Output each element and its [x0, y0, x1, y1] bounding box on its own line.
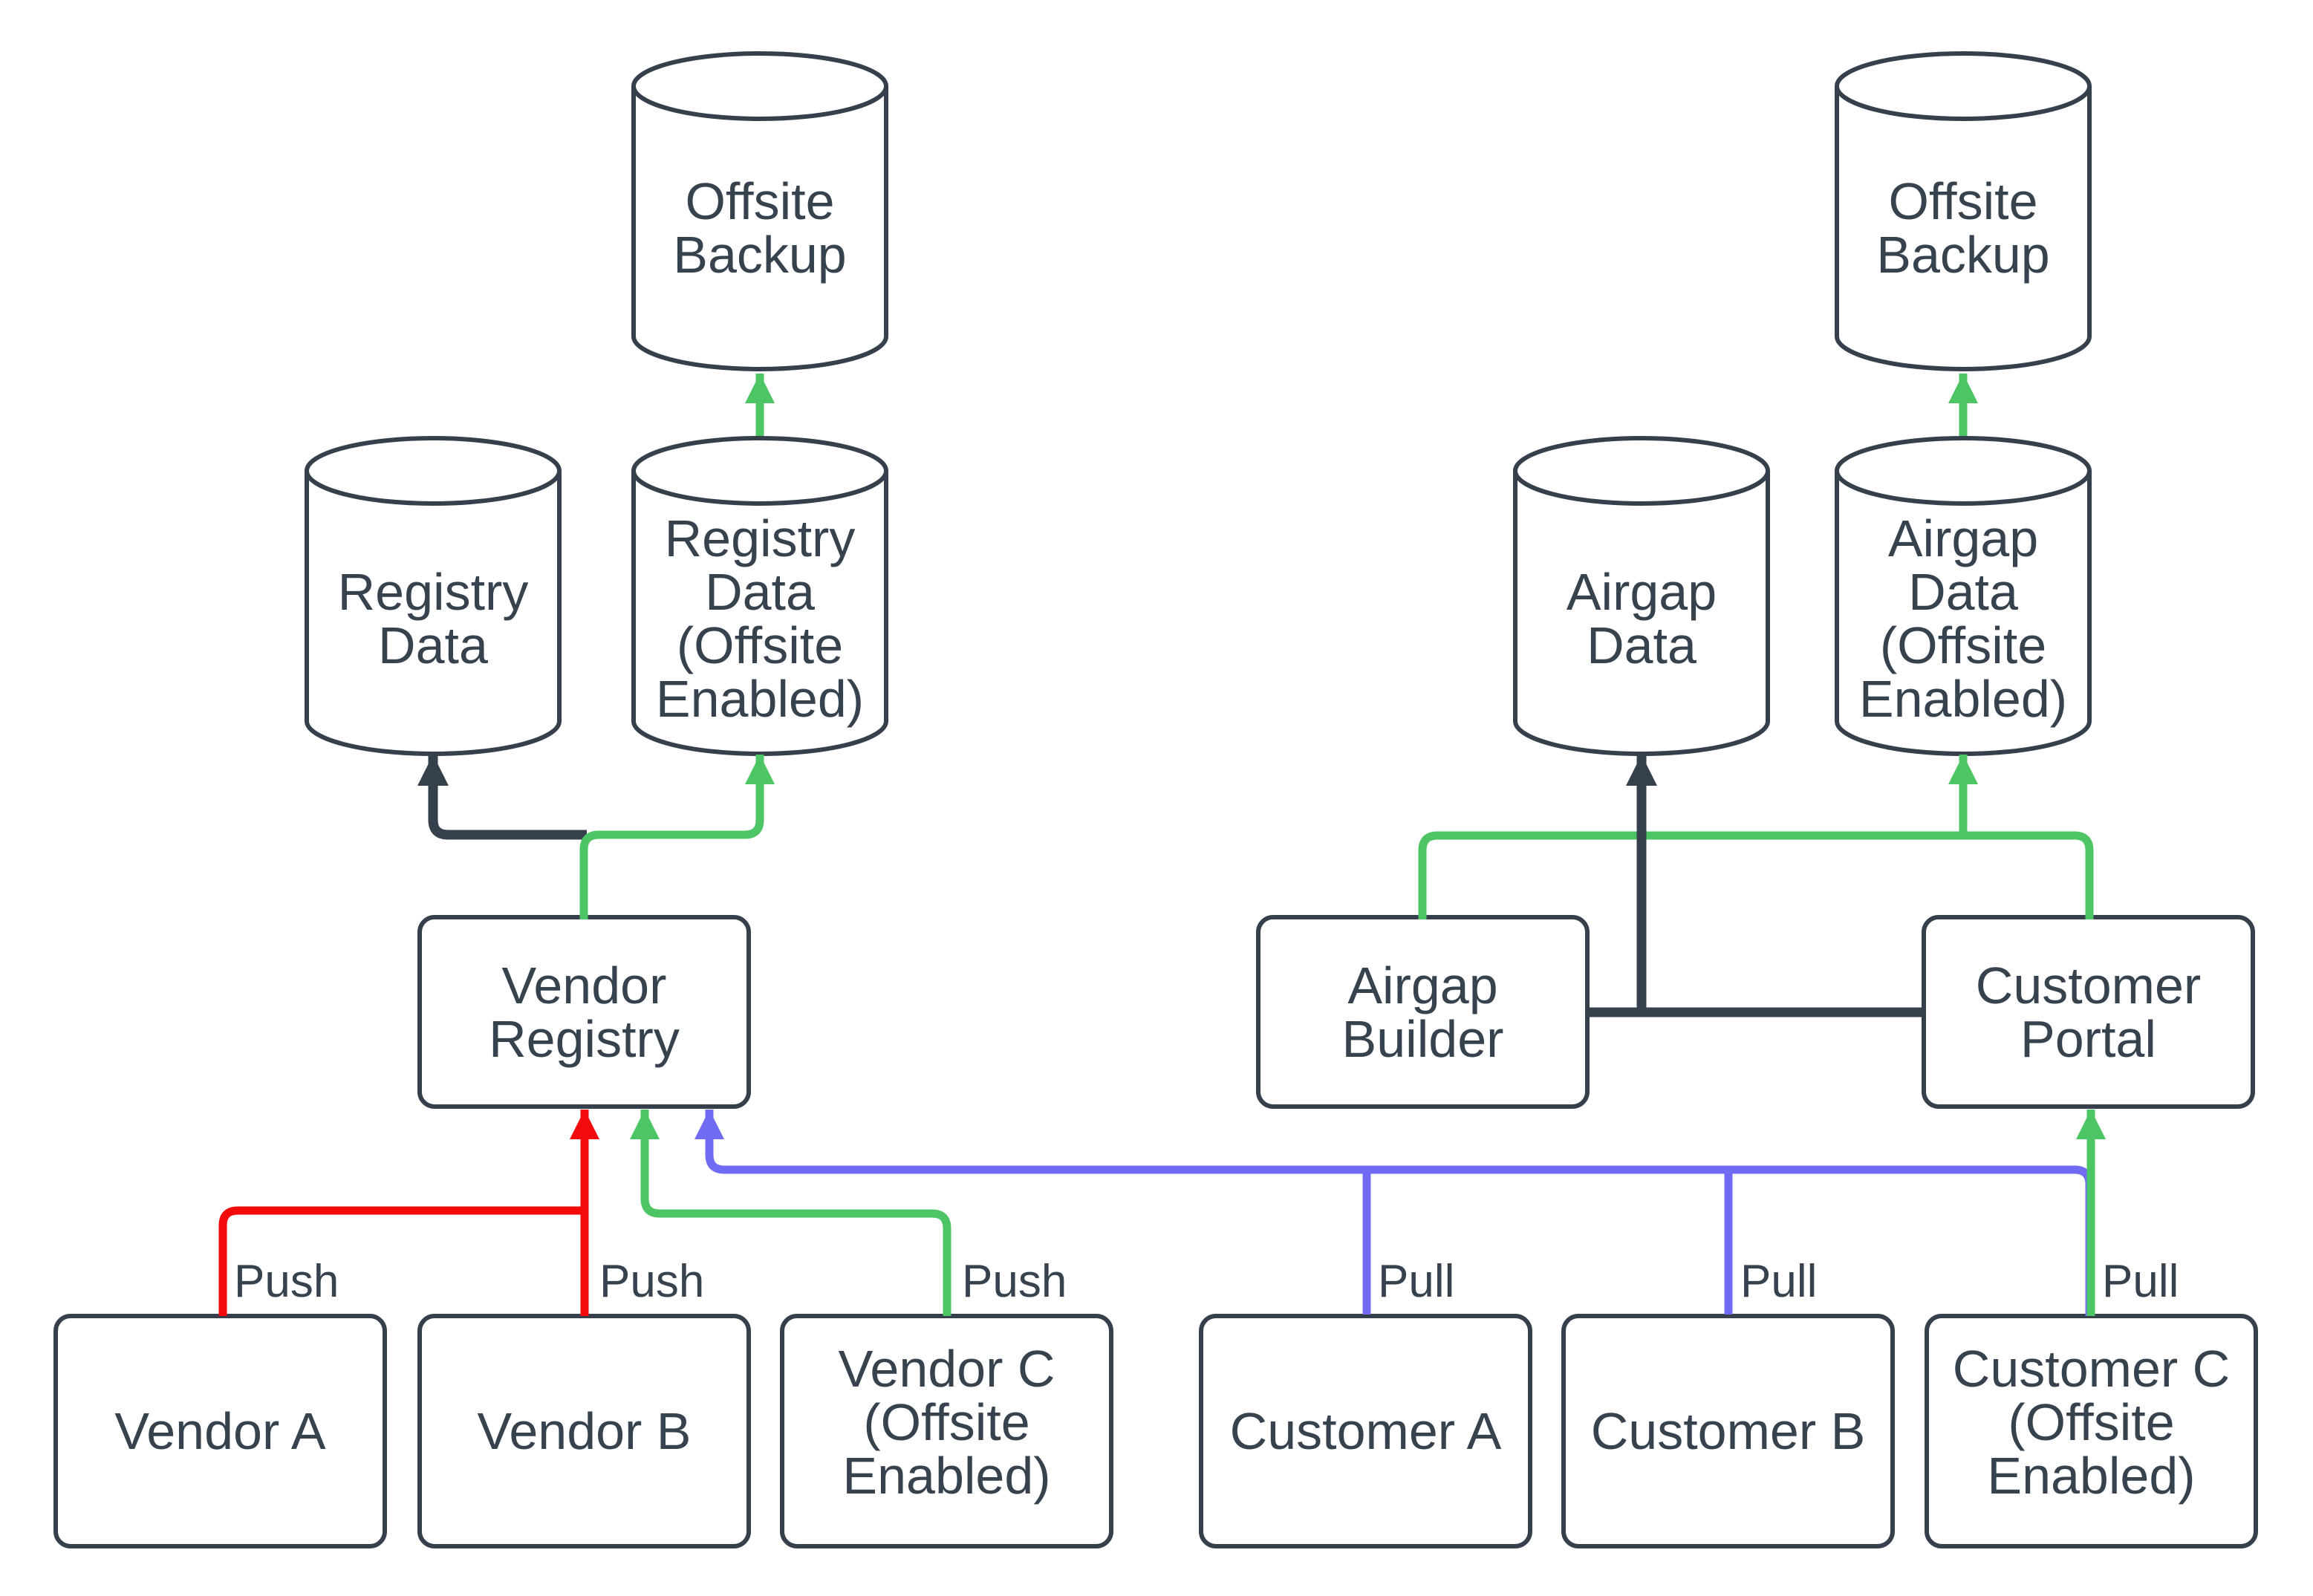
- edge-vendor-c-push: [630, 1110, 951, 1316]
- node-shapes: [53, 51, 2258, 1548]
- box-customer-a: [1199, 1314, 1532, 1548]
- box-airgap-builder: [1256, 915, 1590, 1109]
- edge-label-push-vendor-a: Push: [234, 1256, 339, 1307]
- edge-label-pull-customer-a: Pull: [1378, 1256, 1455, 1307]
- edge-airgap-builder-to-junction: [1418, 831, 1963, 919]
- cylinder-airgap-data-offsite: [1835, 436, 2092, 756]
- edges: [218, 374, 2106, 1316]
- cylinder-registry-data-offsite: [631, 436, 888, 756]
- box-customer-portal: [1922, 915, 2255, 1109]
- box-vendor-registry: [417, 915, 751, 1109]
- edge-vendor-registry-to-registry-data-offsite: [579, 755, 775, 919]
- edge-label-push-vendor-b: Push: [599, 1256, 705, 1307]
- box-customer-c: [1925, 1314, 2258, 1548]
- edge-label-push-vendor-c: Push: [962, 1256, 1067, 1307]
- edge-customer-portal-to-junction: [1963, 831, 2094, 919]
- cylinder-airgap-data: [1513, 436, 1770, 756]
- edge-vendor-registry-to-registry-data: [417, 755, 587, 840]
- edge-label-pull-customer-c: Pull: [2102, 1256, 2179, 1307]
- edge-label-pull-customer-b: Pull: [1740, 1256, 1818, 1307]
- box-customer-b: [1561, 1314, 1895, 1548]
- box-vendor-c: [780, 1314, 1113, 1548]
- cylinder-offsite-backup-left: [631, 51, 888, 371]
- box-vendor-b: [417, 1314, 751, 1548]
- box-vendor-a: [53, 1314, 387, 1548]
- cylinder-offsite-backup-right: [1835, 51, 2092, 371]
- edge-vendor-a-push: [218, 1206, 585, 1316]
- cylinder-registry-data: [305, 436, 562, 756]
